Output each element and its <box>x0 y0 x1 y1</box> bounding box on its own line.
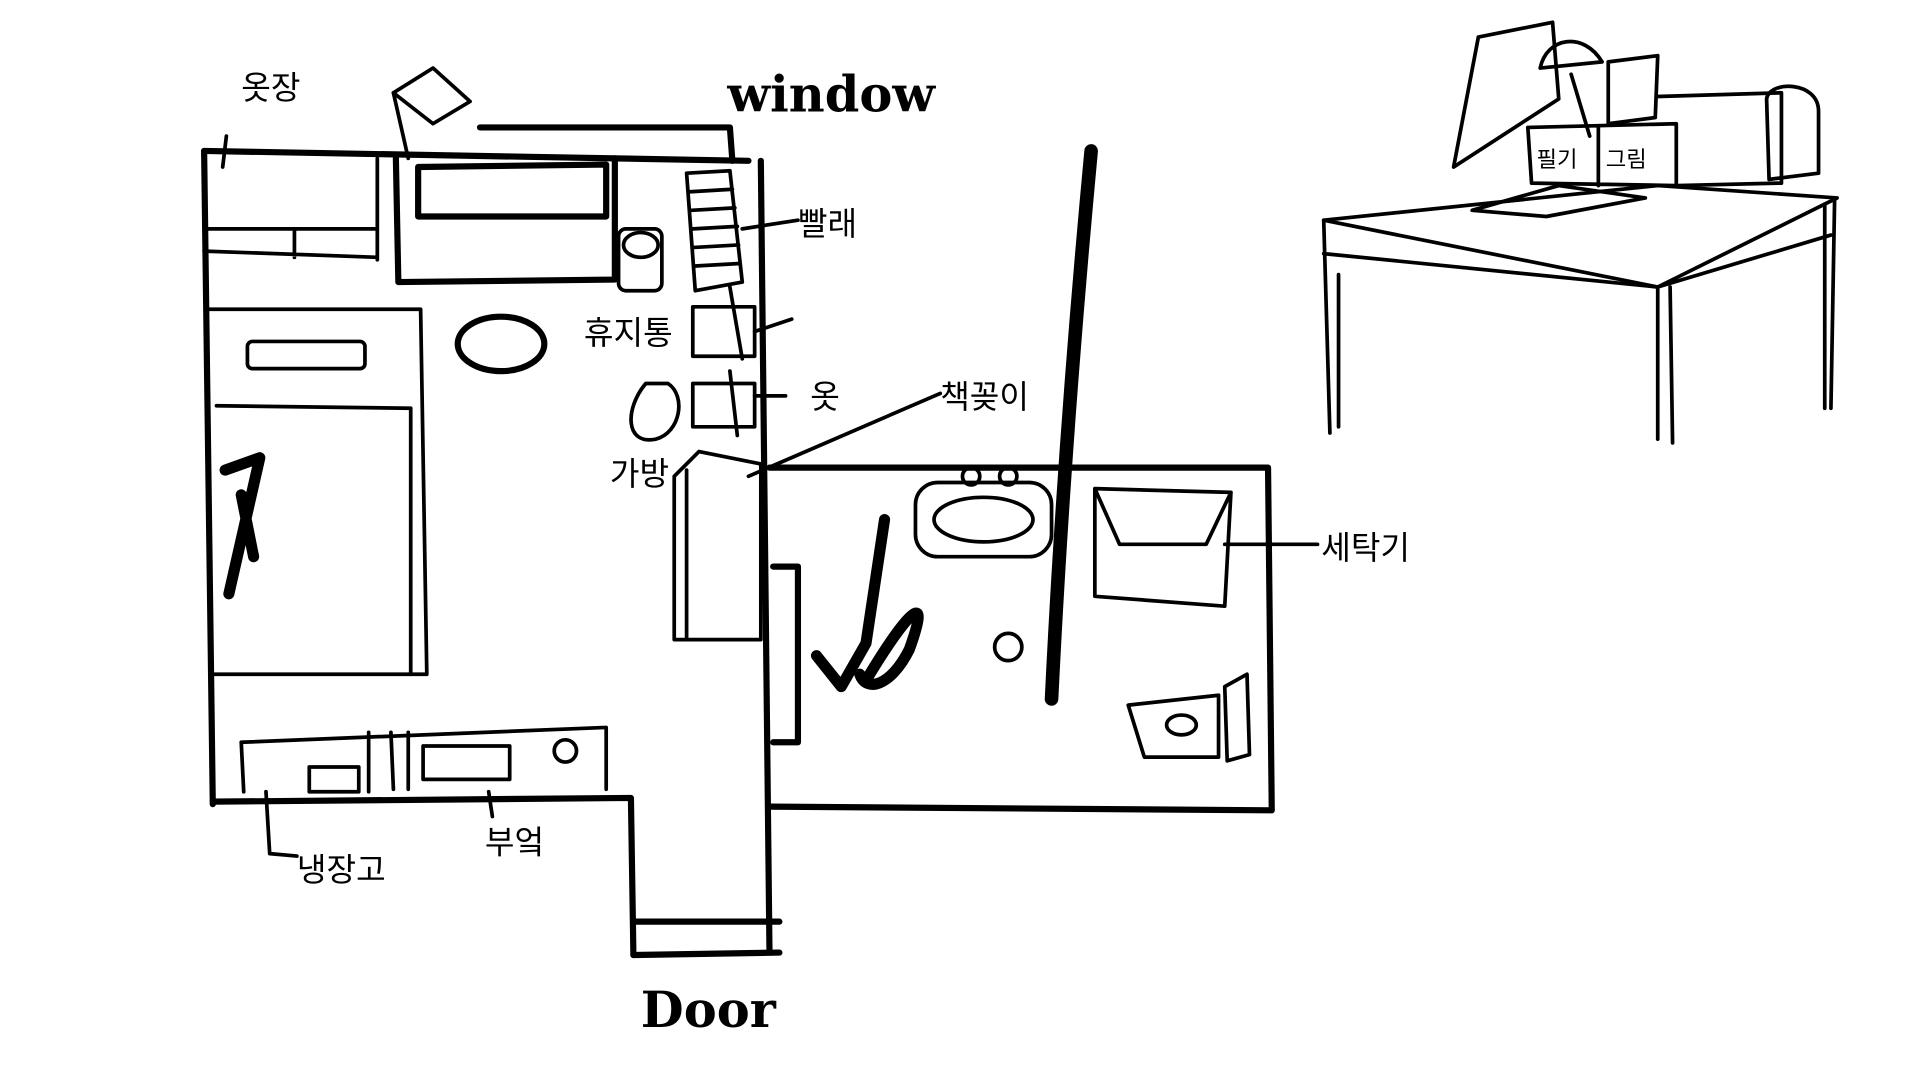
window-desk <box>392 155 618 286</box>
trash-can <box>616 227 664 293</box>
desk-perspective <box>1321 20 1839 445</box>
label-laundry: 빨래 <box>798 205 857 243</box>
label-wardrobe: 옷장 <box>241 69 300 107</box>
label-trash: 휴지통 <box>584 314 673 352</box>
label-desk-left: 필기 <box>1536 147 1577 173</box>
wardrobe <box>202 134 380 262</box>
label-clothes: 옷 <box>810 378 840 416</box>
bag <box>672 391 943 642</box>
bed <box>205 307 429 677</box>
chair <box>454 313 548 375</box>
label-bookshelf: 책꽂이 <box>940 378 1029 416</box>
divider-stroke <box>1044 144 1098 706</box>
label-washer: 세탁기 <box>1321 529 1410 567</box>
label-window: window <box>726 65 936 123</box>
kitchen-counter <box>239 725 609 858</box>
label-bag: 가방 <box>610 455 669 493</box>
bathroom <box>766 464 1320 814</box>
label-door: Door <box>641 981 777 1039</box>
label-fridge: 냉장고 <box>297 851 386 889</box>
label-kitchen: 부엌 <box>485 824 544 862</box>
laundry-rack <box>684 168 800 293</box>
shelves <box>629 285 794 442</box>
label-desk-right: 그림 <box>1606 147 1647 173</box>
main-room-walls <box>201 124 783 959</box>
lamp-icon <box>391 66 472 161</box>
